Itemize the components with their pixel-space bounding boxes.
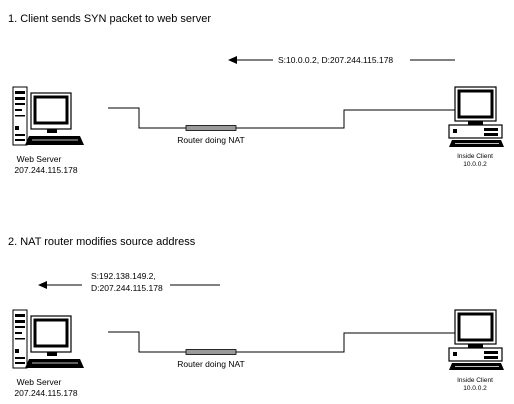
web-server-computer-icon — [12, 309, 84, 369]
panel-2-packet-arrow — [38, 281, 220, 289]
panel-1-heading: 1. Client sends SYN packet to web server — [8, 13, 211, 25]
panel-2-packet-label-line-1: S:192.138.149.2, — [91, 271, 156, 281]
panel-2: 2. NAT router modifies source address S:… — [8, 236, 504, 398]
panel-1-router-label: Router doing NAT — [177, 135, 244, 145]
router-icon — [185, 349, 237, 355]
panel-1-packet-arrow — [228, 56, 455, 64]
panel-1-server-name: Web Server — [17, 154, 62, 164]
panel-1-server-ip: 207.244.115.178 — [14, 165, 77, 175]
panel-2-network-link — [108, 331, 455, 353]
panel-1-client-name: Inside Client — [457, 153, 493, 160]
panel-2-packet-label-line-2: D:207.244.115.178 — [91, 283, 163, 293]
panel-2-server-name: Web Server — [17, 377, 62, 387]
panel-2-client-name: Inside Client — [457, 377, 493, 384]
panel-1-client-ip: 10.0.0.2 — [463, 161, 487, 168]
panel-2-server-ip: 207.244.115.178 — [14, 388, 77, 398]
panel-1-packet-label: S:10.0.0.2, D:207.244.115.178 — [278, 55, 393, 65]
panel-1-network-link — [108, 107, 455, 129]
client-computer-icon — [448, 86, 504, 147]
panel-2-router-label: Router doing NAT — [177, 359, 244, 369]
panel-2-client-ip: 10.0.0.2 — [463, 385, 487, 392]
panel-2-heading: 2. NAT router modifies source address — [8, 236, 196, 248]
client-computer-icon — [448, 309, 504, 370]
web-server-computer-icon — [12, 86, 84, 146]
router-icon — [185, 125, 237, 131]
panel-1: 1. Client sends SYN packet to web server… — [8, 13, 504, 175]
